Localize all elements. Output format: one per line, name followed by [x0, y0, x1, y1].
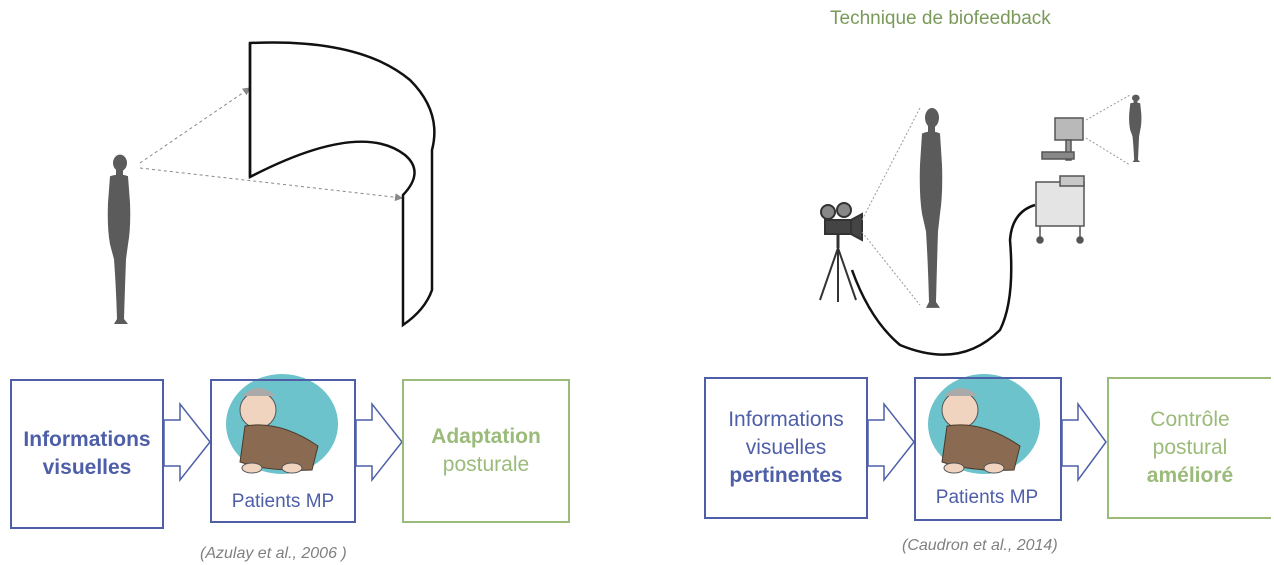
right-output-box: Contrôle postural amélioré	[1107, 377, 1271, 519]
right-view-line-down	[861, 231, 921, 306]
right-input-line2: visuelles	[745, 436, 827, 459]
left-input-line2: visuelles	[42, 456, 132, 479]
monitor-view-line-up	[1085, 94, 1131, 121]
right-arrow-1	[867, 401, 915, 483]
right-output-bold: amélioré	[1146, 464, 1234, 487]
right-input-line1: Informations	[728, 408, 844, 431]
left-view-line-up	[139, 87, 251, 164]
monitor-view-line-down	[1085, 137, 1131, 166]
camera-tripod-icon	[819, 202, 863, 302]
curved-screen-icon	[248, 41, 436, 328]
right-view-line-up	[861, 107, 921, 221]
left-patient-label: Patients MP	[231, 491, 335, 512]
right-citation: (Caudron et al., 2014)	[902, 537, 1058, 554]
left-citation: (Azulay et al., 2006 )	[200, 545, 347, 562]
right-patient-box	[914, 377, 1062, 521]
right-input-box: Informations visuelles pertinentes	[704, 377, 868, 519]
left-patient-box	[210, 379, 356, 523]
left-output-box: Adaptation posturale	[402, 379, 570, 523]
left-input-line1: Informations	[23, 428, 151, 451]
camera-cable	[850, 203, 1036, 356]
left-view-line-down	[139, 167, 403, 202]
monitor-person-silhouette	[1129, 94, 1142, 162]
left-patient-illustration	[226, 374, 338, 474]
right-person-silhouette	[919, 107, 943, 308]
right-patient-label: Patients MP	[935, 487, 1039, 508]
right-output-line1: Contrôle	[1150, 408, 1230, 431]
left-arrow-1	[163, 401, 211, 483]
left-output-bold: Adaptation	[431, 425, 541, 448]
left-arrow-2	[355, 401, 403, 483]
right-output-line2: postural	[1152, 436, 1228, 459]
left-input-box: Informations visuelles	[10, 379, 164, 529]
computer-cart-icon	[1035, 117, 1085, 244]
right-title: Technique de biofeedback	[830, 8, 1051, 29]
left-output-line2: posturale	[442, 453, 530, 476]
right-arrow-2	[1061, 401, 1107, 483]
right-patient-illustration	[928, 374, 1040, 474]
right-input-bold: pertinentes	[729, 464, 843, 487]
left-person-silhouette	[107, 154, 131, 324]
